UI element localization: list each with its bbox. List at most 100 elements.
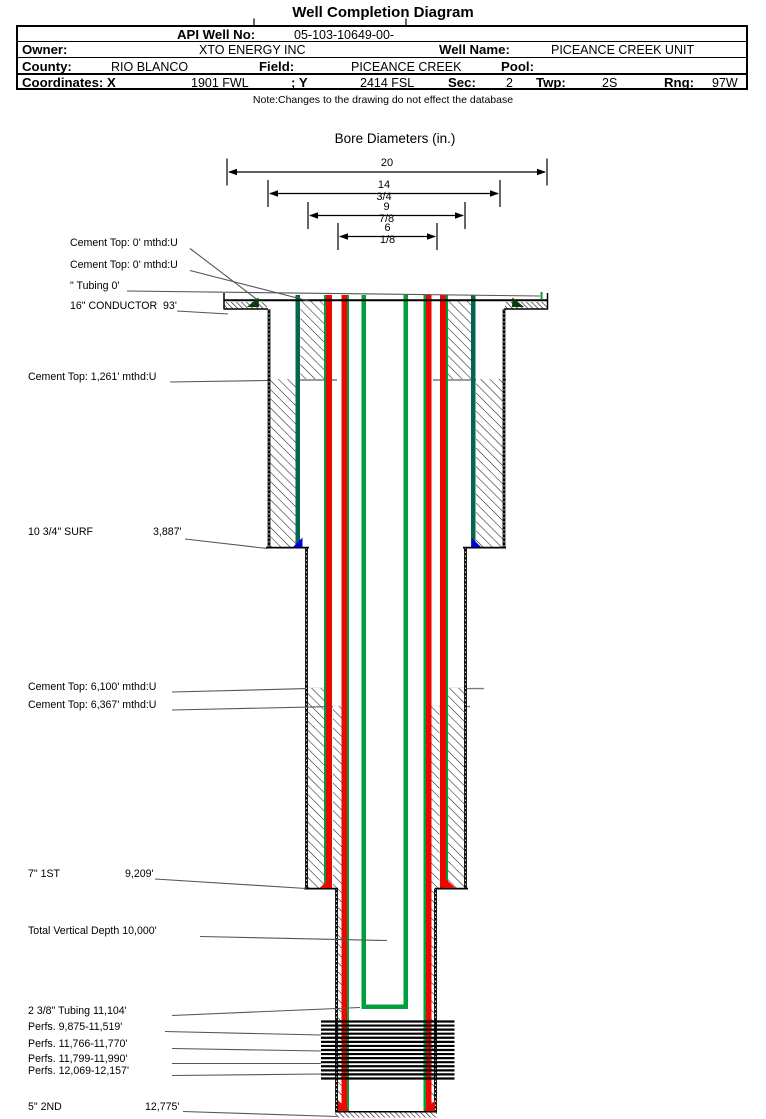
dim-arrow-left xyxy=(309,212,318,219)
leader-line xyxy=(164,1030,322,1036)
field-value: PICEANCE CREEK xyxy=(351,59,462,74)
sec-value: 2 xyxy=(506,75,513,90)
dim-arrow-left xyxy=(339,233,348,240)
cement-hatch xyxy=(338,889,342,1112)
coordinates-label: Coordinates: X xyxy=(22,74,116,90)
casing-7in-right xyxy=(440,295,446,888)
annotation-label: 7" 1ST xyxy=(28,867,61,880)
cement-hatch xyxy=(308,688,324,888)
county-value: RIO BLANCO xyxy=(111,59,189,74)
coord-y-label: ; Y xyxy=(291,74,308,90)
cement-hatch xyxy=(476,379,503,548)
annotation-label: Perfs. 11,766-11,770' xyxy=(28,1037,128,1050)
annotation-label: 3,887' xyxy=(153,525,182,538)
table-row-divider xyxy=(18,40,746,42)
annotation-label: Cement Top: 6,367' mthd:U xyxy=(28,698,157,711)
annotation-label: Total Vertical Depth 10,000' xyxy=(28,924,157,937)
bore-diameter-label: 20 xyxy=(380,157,394,169)
second-shoe-marker-left xyxy=(338,1100,350,1111)
twp-value: 2S xyxy=(602,75,618,90)
coord-x-value: 1901 FWL xyxy=(191,75,249,90)
cement-hatch xyxy=(448,688,464,888)
leader-line xyxy=(154,878,307,890)
county-label: County: xyxy=(22,58,72,74)
second-shoe-marker-right xyxy=(423,1100,435,1111)
surf-shoe-marker-right xyxy=(471,537,481,547)
leader-line xyxy=(169,379,268,383)
annotation-label: Cement Top: 1,261' mthd:U xyxy=(28,370,157,383)
annotation-label: 5" 2ND xyxy=(28,1100,62,1113)
cement-hatch xyxy=(448,300,471,379)
coord-y-value: 2414 FSL xyxy=(360,75,415,90)
first-shoe-marker-right xyxy=(443,877,456,888)
rng-value: 97W xyxy=(712,75,738,90)
annotation-label: Perfs. 11,799-11,990' xyxy=(28,1052,128,1065)
table-row-divider xyxy=(18,56,746,58)
casing-10-3-4-left xyxy=(295,295,300,547)
flange-hatch xyxy=(505,302,548,309)
bore-diameter-label: 14 3/4 xyxy=(376,178,392,203)
dim-arrow-right xyxy=(427,233,436,240)
page-title: Well Completion Diagram xyxy=(292,4,474,21)
first-shoe-marker-left xyxy=(319,877,332,888)
owner-label: Owner: xyxy=(22,42,68,57)
owner-value: XTO ENERGY INC xyxy=(199,43,306,57)
tubing-left xyxy=(361,295,366,1009)
annotation-label: Cement Top: 0' mthd:U xyxy=(70,236,178,249)
cement-hatch xyxy=(431,889,436,1112)
bore-diameter-label: 6 1/8 xyxy=(379,221,396,246)
surf-shoe-marker-left xyxy=(293,537,303,547)
table-row-divider xyxy=(18,73,746,75)
pool-label: Pool: xyxy=(501,58,534,74)
database-note: Note:Changes to the drawing do not effec… xyxy=(252,94,514,106)
dim-arrow-right xyxy=(455,212,464,219)
casing-5in-left xyxy=(341,295,347,1112)
leader-line xyxy=(199,935,388,942)
tubing-surface-tick xyxy=(540,292,543,299)
sec-label: Sec: xyxy=(448,74,476,90)
dim-arrow-right xyxy=(490,190,499,197)
annotation-label: 12,775' xyxy=(145,1100,180,1113)
annotation-label: 9,209' xyxy=(125,867,154,880)
tubing-bottom xyxy=(361,1004,408,1009)
twp-label: Twp: xyxy=(536,74,566,90)
leader-line xyxy=(171,688,307,693)
cement-hatch xyxy=(431,706,440,888)
well-info-table xyxy=(16,25,748,90)
annotation-label: Cement Top: 6,100' mthd:U xyxy=(28,680,157,693)
leader-line xyxy=(171,1006,361,1017)
leader-line xyxy=(126,290,541,297)
annotation-label: Perfs. 12,069-12,157' xyxy=(28,1064,129,1077)
api-well-no-value: 05-103-10649-00- xyxy=(294,27,395,42)
bore-diameters-title: Bore Diameters (in.) xyxy=(334,131,456,146)
conductor-cement-marker-left xyxy=(247,297,259,307)
api-well-no-label: API Well No: xyxy=(177,27,256,42)
bore-diameter-label: 9 7/8 xyxy=(378,200,395,225)
annotation-label: 16" CONDUCTOR 93' xyxy=(70,299,177,312)
leader-line xyxy=(184,538,268,550)
leader-line xyxy=(171,1073,322,1077)
leader-line xyxy=(171,1047,322,1052)
cement-hatch xyxy=(333,706,342,888)
casing-5in-left-stripe xyxy=(347,295,349,1112)
well-name-value: PICEANCE CREEK UNIT xyxy=(551,43,695,57)
conductor-cement-marker-right xyxy=(512,297,524,307)
leader-line xyxy=(189,269,310,302)
field-label: Field: xyxy=(259,58,295,74)
casing-5in-right-stripe xyxy=(423,295,426,1112)
rng-label: Rng: xyxy=(664,74,695,90)
leader-line xyxy=(182,1110,338,1118)
casing-5in-right xyxy=(426,295,432,1112)
cement-hatch xyxy=(269,379,296,548)
dim-arrow-left xyxy=(228,168,237,176)
annotation-label: 2 3/8" Tubing 11,104' xyxy=(28,1004,127,1017)
casing-10-3-4-right xyxy=(471,295,476,547)
well-name-label: Well Name: xyxy=(439,42,510,57)
casing-7in-left xyxy=(326,295,332,888)
annotation-label: 10 3/4" SURF xyxy=(28,525,93,538)
leader-line xyxy=(171,706,332,711)
cement-hatch xyxy=(300,300,324,379)
annotation-label: " Tubing 0' xyxy=(70,279,120,292)
